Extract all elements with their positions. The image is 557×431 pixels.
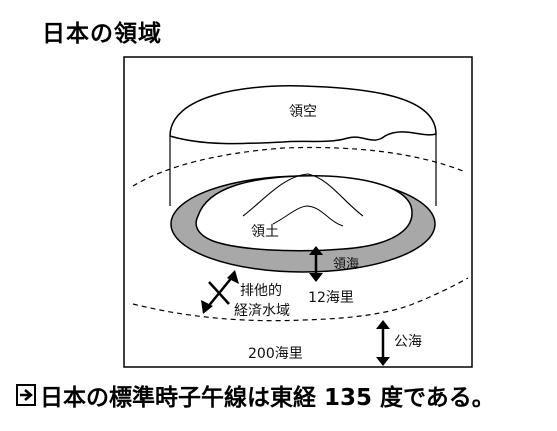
territory-diagram: 領空 領土 領海 12海里 排他的 経済水域 公海 200海里 bbox=[123, 56, 473, 368]
label-200-nautical-miles: 200海里 bbox=[248, 346, 303, 362]
high-seas-arrow bbox=[376, 320, 390, 366]
footer-note: 日本の標準時子午線は東経 135 度である。 bbox=[16, 378, 495, 412]
eez-boundary-lower bbox=[132, 277, 469, 322]
airspace-top bbox=[169, 85, 437, 145]
territorial-sea-arrow bbox=[309, 246, 323, 282]
territory-land bbox=[195, 175, 413, 252]
label-12-nautical-miles: 12海里 bbox=[308, 290, 354, 306]
arrow-right-icon bbox=[16, 384, 36, 406]
label-territory: 領土 bbox=[251, 223, 279, 240]
eez-boundary-upper bbox=[132, 146, 464, 187]
label-airspace: 領空 bbox=[289, 103, 317, 120]
footer-text: 日本の標準時子午線は東経 135 度である。 bbox=[40, 385, 495, 411]
label-eez-line1: 排他的 bbox=[240, 283, 282, 299]
diagram-svg: 領空 領土 領海 12海里 排他的 経済水域 公海 200海里 bbox=[123, 56, 473, 368]
eez-arrow bbox=[201, 270, 239, 314]
label-eez-line2: 経済水域 bbox=[234, 303, 290, 319]
mountain-contour bbox=[242, 173, 364, 217]
diagram-border bbox=[123, 56, 473, 368]
mountain-contour-inner bbox=[272, 205, 344, 227]
label-high-seas: 公海 bbox=[394, 334, 422, 350]
page-title: 日本の領域 bbox=[42, 21, 162, 47]
label-territorial-sea: 領海 bbox=[333, 256, 359, 272]
